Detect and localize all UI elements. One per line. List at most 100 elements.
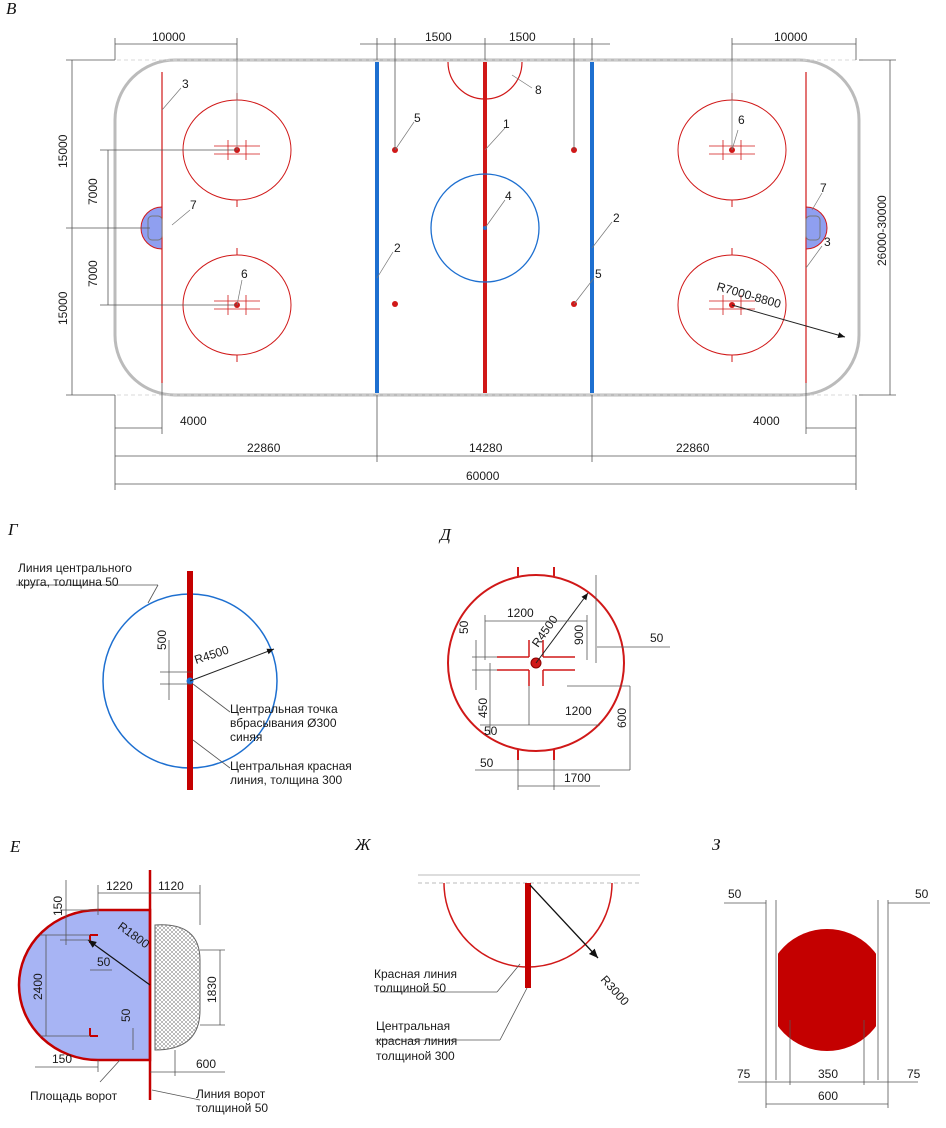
radius-label: R4500 <box>529 612 561 649</box>
note-line: Центральная <box>376 1019 450 1033</box>
ref-label: 2 <box>394 241 401 255</box>
dim-600: 600 <box>818 1089 838 1103</box>
dim-bot-total: 60000 <box>466 469 500 483</box>
ref-label: 5 <box>414 111 421 125</box>
dim-bot-center: 14280 <box>469 441 503 455</box>
note-line: круга, толщина 50 <box>18 575 119 589</box>
dim-2400: 2400 <box>31 973 45 1000</box>
dim-1830: 1830 <box>205 976 219 1003</box>
dim-50b: 50 <box>915 887 929 901</box>
section-label-d: Д <box>438 525 452 544</box>
dim-bot-right-small: 4000 <box>753 414 780 428</box>
dim-50b: 50 <box>650 631 664 645</box>
dim-50c: 50 <box>484 724 498 738</box>
note-line: вбрасывания Ø300 <box>230 716 337 730</box>
spot-gap-right <box>876 952 894 1028</box>
goal-crease-right <box>805 206 828 250</box>
dim-50a: 50 <box>457 620 471 634</box>
dim-1200b: 1200 <box>565 704 592 718</box>
section-label-z: З <box>712 835 721 854</box>
panel-faceoff-circle: Д R4500 1200 900 50 50 450 <box>438 525 670 790</box>
goal-area-label: Площадь ворот <box>30 1089 118 1103</box>
ref-label: 5 <box>595 267 602 281</box>
dim-500: 500 <box>155 630 169 650</box>
dim-top-right: 10000 <box>774 30 808 44</box>
dim-bot-left: 22860 <box>247 441 281 455</box>
dim-left-lower: 15000 <box>56 291 70 325</box>
radius-label: R3000 <box>598 973 632 1009</box>
note-line: Красная линия <box>374 967 457 981</box>
goal-crease-left <box>140 206 163 250</box>
panel-goal-crease: Е R1800 1220 1120 150 2400 50 50 1830 15… <box>9 837 268 1115</box>
dim-top-c2: 1500 <box>509 30 536 44</box>
dim-right-width: 26000-30000 <box>875 195 889 266</box>
ref-label: 1 <box>503 117 510 131</box>
hash-marks <box>497 640 575 686</box>
neutral-spot <box>392 301 398 307</box>
ref-label: 3 <box>824 235 831 249</box>
note-line: Линия центрального <box>18 561 132 575</box>
ref-label: 7 <box>190 198 197 212</box>
dim-50a: 50 <box>97 955 111 969</box>
dim-1120: 1120 <box>158 879 184 893</box>
dim-50a: 50 <box>728 887 742 901</box>
dim-50b: 50 <box>119 1008 133 1022</box>
dim-left-mid1: 7000 <box>86 178 100 205</box>
ref-label: 6 <box>241 267 248 281</box>
section-label-zh: Ж <box>354 835 372 854</box>
goal-net-right <box>805 215 821 241</box>
dim-75b: 75 <box>907 1067 921 1081</box>
note-line: Линия ворот <box>196 1087 266 1101</box>
note-line: линия, толщина 300 <box>230 773 343 787</box>
panel-faceoff-spot: З 50 50 75 350 75 600 <box>712 835 930 1108</box>
dim-75a: 75 <box>737 1067 751 1081</box>
dim-150b: 150 <box>52 1052 72 1066</box>
dim-1200a: 1200 <box>507 606 534 620</box>
ref-label: 7 <box>820 181 827 195</box>
referee-crease <box>447 61 523 100</box>
rink-plan: В <box>6 0 896 490</box>
dim-350: 350 <box>818 1067 838 1081</box>
dim-left-upper: 15000 <box>56 134 70 168</box>
radius-arrow <box>731 304 846 338</box>
center-circle <box>430 173 540 283</box>
dim-1700: 1700 <box>564 771 591 785</box>
goal-net <box>154 924 201 1051</box>
section-label-g: Г <box>7 520 19 539</box>
note-line: толщиной 50 <box>374 981 446 995</box>
dim-50d: 50 <box>480 756 494 770</box>
note-line: толщиной 300 <box>376 1049 455 1063</box>
ref-label: 2 <box>613 211 620 225</box>
note-line: толщиной 50 <box>196 1101 268 1115</box>
faceoff-circle <box>447 574 625 752</box>
section-label-e: Е <box>9 837 21 856</box>
dim-600: 600 <box>615 708 629 728</box>
dim-150a: 150 <box>51 896 65 916</box>
note-line: Центральная точка <box>230 702 338 716</box>
note-line: красная линия <box>376 1034 457 1048</box>
rink-boards <box>113 58 861 397</box>
dim-top-c1: 1500 <box>425 30 452 44</box>
ref-label: 8 <box>535 83 542 97</box>
dim-bot-left-small: 4000 <box>180 414 207 428</box>
radius-label: R4500 <box>193 643 231 667</box>
dim-bot-right: 22860 <box>676 441 710 455</box>
note-line: синяя <box>230 730 262 744</box>
dim-top-left: 10000 <box>152 30 186 44</box>
ref-label: 6 <box>738 113 745 127</box>
dim-1220: 1220 <box>106 879 133 893</box>
spot-gap-left <box>760 952 778 1028</box>
dim-450: 450 <box>476 698 490 718</box>
dim-900: 900 <box>572 625 586 645</box>
ref-label: 4 <box>505 189 512 203</box>
dim-left-mid2: 7000 <box>86 260 100 287</box>
